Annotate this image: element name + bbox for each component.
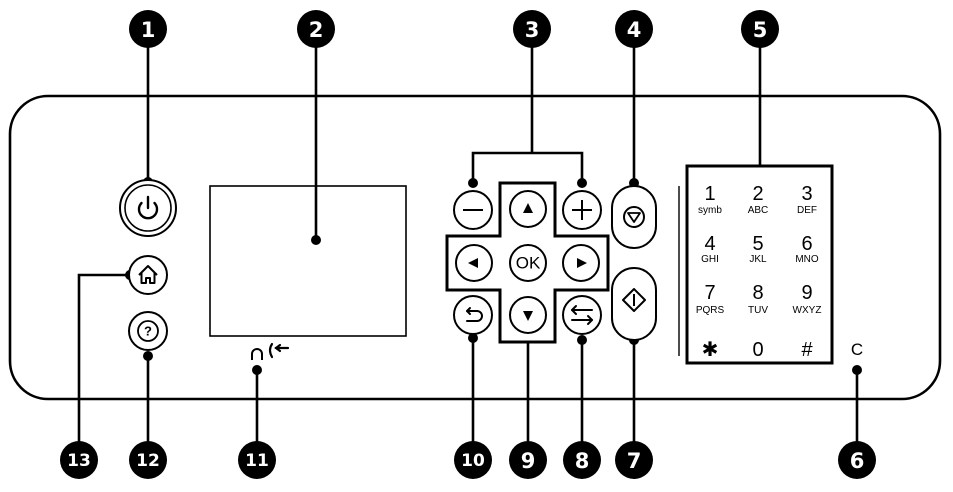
home-icon: [138, 265, 158, 284]
lcd-screen: [209, 185, 407, 337]
up-arrow-icon: [523, 203, 533, 213]
callout-10: 10: [454, 441, 492, 479]
callout-number: 3: [525, 18, 540, 42]
status-indicators: [251, 342, 290, 360]
key-letters: DEF: [797, 205, 817, 216]
right-button[interactable]: [562, 244, 600, 282]
callout-number: 13: [67, 451, 91, 471]
callout-number: 10: [461, 451, 485, 471]
up-button[interactable]: [509, 190, 547, 228]
dpad-outline: [445, 181, 610, 344]
callout-3: 3: [513, 10, 551, 48]
key-digit: 0: [752, 339, 763, 361]
callout-number: 2: [309, 18, 324, 42]
callout-number: 12: [136, 451, 160, 471]
callout-number: 4: [627, 18, 642, 42]
key-letters: TUV: [748, 305, 768, 316]
callout-11: 11: [238, 441, 276, 479]
callout-7: 7: [615, 441, 653, 479]
key-digit: 9: [801, 282, 812, 304]
numeric-keypad: [685, 164, 834, 365]
callout-number: 6: [850, 449, 865, 473]
key-12[interactable]: #: [801, 339, 813, 361]
ok-button[interactable]: OK: [509, 244, 547, 282]
key-digit: #: [801, 339, 813, 361]
key-digit: 5: [752, 233, 763, 255]
keypad-keys: 1symb2ABC3DEF4GHI5JKL6MNO7PQRS8TUV9WXYZ✱…: [696, 183, 822, 361]
callout-4: 4: [615, 10, 653, 48]
callout-number: 8: [575, 449, 590, 473]
callout-13: 13: [60, 441, 98, 479]
callout-9: 9: [509, 441, 547, 479]
callout-8: 8: [563, 441, 601, 479]
key-letters: JKL: [749, 254, 767, 265]
callout-number: 7: [627, 449, 642, 473]
key-11[interactable]: 0: [752, 339, 763, 361]
stop-icon: [623, 206, 645, 228]
start-button[interactable]: [611, 267, 657, 341]
callout-number: 1: [141, 18, 156, 42]
key-letters: symb: [698, 205, 722, 216]
callout-5: 5: [741, 10, 779, 48]
callout-6: 6: [838, 441, 876, 479]
key-digit: 7: [704, 282, 715, 304]
back-button[interactable]: [453, 295, 493, 335]
switch-arrows-icon: [571, 305, 593, 325]
minus-button[interactable]: [453, 190, 493, 230]
left-arrow-icon: [468, 258, 478, 268]
start-icon: [622, 288, 646, 312]
callout-number: 11: [245, 451, 269, 471]
left-button[interactable]: [455, 244, 493, 282]
leader-lines: [77, 40, 859, 460]
fax-icon: [268, 342, 290, 359]
ok-label: OK: [516, 254, 541, 273]
power-button[interactable]: [119, 179, 177, 237]
key-letters: MNO: [795, 254, 819, 265]
stop-button[interactable]: [611, 185, 657, 249]
key-10[interactable]: ✱: [702, 339, 719, 361]
plus-button[interactable]: [562, 190, 602, 230]
down-arrow-icon: [523, 311, 533, 321]
right-arrow-icon: [577, 258, 587, 268]
key-letters: ABC: [748, 205, 769, 216]
help-button[interactable]: ?: [128, 311, 168, 351]
key-digit: 8: [752, 282, 763, 304]
key-digit: 1: [704, 183, 715, 205]
callout-1: 1: [129, 10, 167, 48]
control-panel-outline: [8, 94, 942, 401]
switch-button[interactable]: [562, 295, 602, 335]
key-digit: 4: [704, 233, 715, 255]
key-digit: ✱: [702, 339, 719, 361]
callout-12: 12: [129, 441, 167, 479]
key-digit: 3: [801, 183, 812, 205]
key-letters: WXYZ: [793, 305, 822, 316]
plus-icon: [572, 200, 592, 220]
key-letters: GHI: [701, 254, 719, 265]
callout-2: 2: [297, 10, 335, 48]
callout-number: 5: [753, 18, 768, 42]
home-button[interactable]: [128, 255, 168, 295]
back-arrow-icon: [466, 307, 483, 322]
help-icon: ?: [144, 324, 152, 339]
key-letters: PQRS: [696, 305, 725, 316]
callout-number: 9: [521, 449, 536, 473]
clear-key[interactable]: C: [851, 340, 863, 359]
headset-icon: [251, 348, 263, 360]
down-button[interactable]: [509, 296, 547, 334]
power-icon: [137, 195, 159, 220]
key-digit: 6: [801, 233, 812, 255]
key-digit: 2: [752, 183, 763, 205]
